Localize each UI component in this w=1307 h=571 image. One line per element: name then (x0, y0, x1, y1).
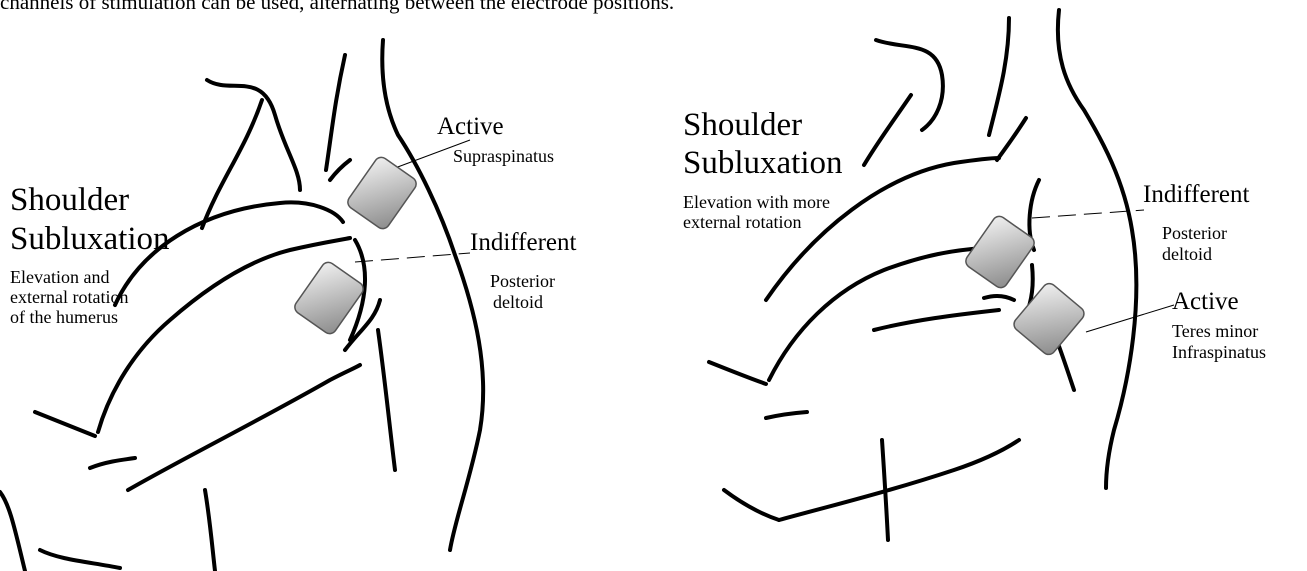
right-active-muscle-line2: Infraspinatus (1172, 342, 1266, 363)
left-title-line2: Subluxation (10, 222, 170, 256)
right-indifferent-muscle-line2: deltoid (1162, 244, 1212, 265)
left-subtitle-line1: Elevation and (10, 267, 109, 287)
right-title-line1: Shoulder (683, 108, 802, 142)
torso-lower-line (205, 490, 215, 571)
active-electrode (1011, 281, 1087, 358)
active-pointer-line (1086, 305, 1174, 332)
left-active-muscle: Supraspinatus (453, 146, 554, 167)
lower-arm-line (779, 440, 1019, 520)
neck-line (876, 40, 943, 130)
indifferent-electrode (963, 214, 1037, 291)
right-diagram: Shoulder Subluxation Elevation with more… (654, 0, 1307, 571)
elbow-line (90, 458, 135, 468)
back-line (1058, 10, 1137, 488)
axilla-line (984, 296, 1014, 300)
clavicle-mark (997, 118, 1026, 160)
upper-arm-outer (98, 238, 350, 432)
right-indifferent-label: Indifferent (1143, 182, 1249, 207)
left-diagram: Shoulder Subluxation Elevation and exter… (0, 0, 653, 571)
right-subtitle-line1: Elevation with more (683, 192, 830, 212)
torso-mid-line (874, 310, 999, 330)
torso-lower-line-2 (128, 365, 360, 490)
right-shoulder-drawing (654, 0, 1307, 571)
left-subtitle-line3: of the humerus (10, 307, 118, 327)
left-subtitle-line2: external rotation (10, 287, 128, 307)
right-subtitle-line2: external rotation (683, 212, 801, 232)
arm-under-line (35, 412, 95, 436)
arm-under-line (709, 362, 766, 384)
left-active-label: Active (437, 114, 504, 139)
right-title-line2: Subluxation (683, 146, 843, 180)
left-indifferent-muscle-line2: deltoid (493, 292, 543, 313)
right-active-muscle-line1: Teres minor (1172, 321, 1258, 342)
left-indifferent-muscle-line1: Posterior (490, 271, 555, 292)
clavicle-mark (330, 160, 350, 180)
forearm-line (724, 490, 779, 520)
neck-back-line (326, 55, 345, 170)
active-electrode (345, 155, 419, 232)
arm-lower-line (40, 550, 120, 568)
neck-back-line (989, 18, 1009, 135)
right-active-label: Active (1172, 289, 1239, 314)
neck-line (207, 80, 300, 190)
left-indifferent-label: Indifferent (470, 230, 576, 255)
trapezius-line (864, 95, 911, 165)
trapezius-line (202, 100, 262, 228)
right-indifferent-muscle-line1: Posterior (1162, 223, 1227, 244)
chest-line (378, 330, 395, 470)
elbow-line (766, 412, 807, 418)
forearm-line (0, 492, 25, 571)
left-title-line1: Shoulder (10, 183, 129, 217)
